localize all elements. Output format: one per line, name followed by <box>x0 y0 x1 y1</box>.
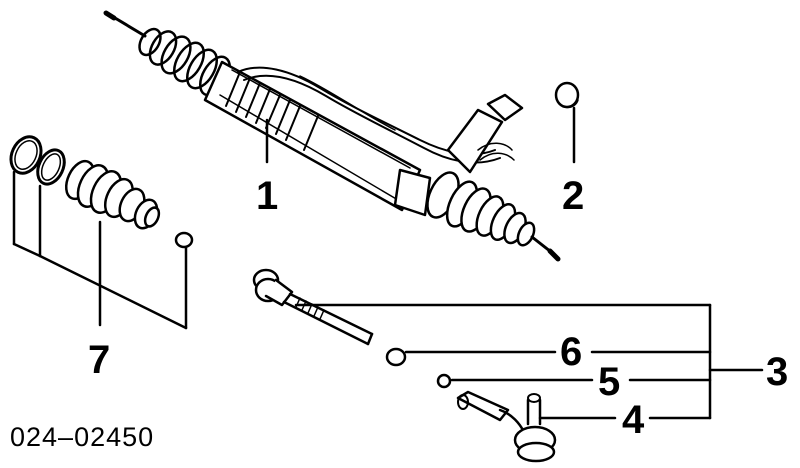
lock-nut-part <box>385 347 407 367</box>
tie-rod-part <box>252 268 374 346</box>
callout-5: 5 <box>598 360 621 404</box>
callout-3: 3 <box>766 350 789 394</box>
callout-1: 1 <box>256 174 279 218</box>
cap-part <box>554 81 580 164</box>
boot-kit-part <box>9 135 194 330</box>
callout-7: 7 <box>88 338 111 382</box>
callout-2: 2 <box>562 174 585 218</box>
callout-4: 4 <box>622 398 645 442</box>
small-nut-part <box>436 373 452 389</box>
callout-6: 6 <box>560 330 583 374</box>
tie-rod-end-part <box>456 390 557 463</box>
diagram-code: 024–02450 <box>10 422 155 452</box>
callout-leader-lines <box>294 303 764 420</box>
steering-rack-part <box>103 10 561 262</box>
